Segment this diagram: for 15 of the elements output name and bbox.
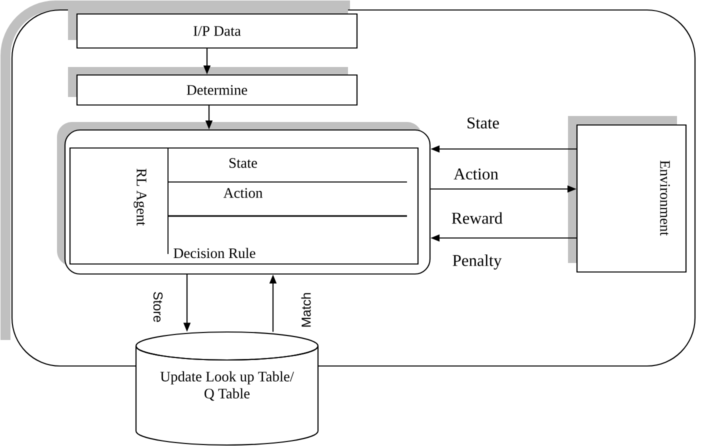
- edge-label: Reward: [450, 211, 504, 225]
- arrow-label: Penalty: [452, 254, 502, 270]
- process-box: Determine: [68, 67, 358, 106]
- row-label: Decision Rule: [174, 248, 256, 258]
- node-label: I/P Data: [194, 26, 241, 36]
- environment-box: Environment: [568, 116, 687, 273]
- edge-label: Match: [300, 291, 312, 329]
- row-label: State: [229, 158, 257, 168]
- edge-label: Action: [452, 167, 500, 181]
- edge-label: State: [466, 116, 500, 130]
- agent-label: RL Agent: [134, 168, 146, 226]
- node-label: Update Look up Table/ Q Table: [160, 371, 294, 401]
- row-label: Action: [223, 188, 263, 198]
- database-cylinder: Update Look up Table/ Q Table: [135, 331, 319, 446]
- process-box: I/P Data: [68, 6, 358, 49]
